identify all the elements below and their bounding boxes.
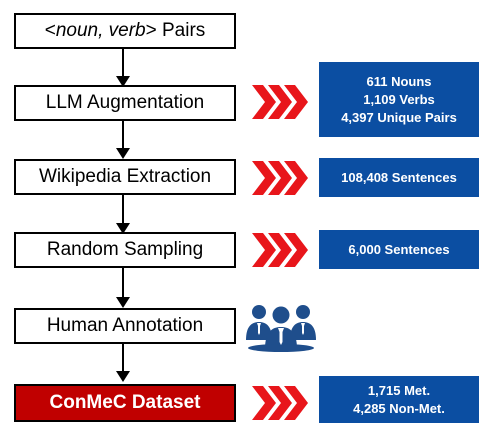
step-conmec-dataset-label: ConMeC Dataset [49, 392, 201, 413]
step-conmec-dataset: ConMeC Dataset [14, 384, 236, 422]
stat-verbs: 1,109 Verbs [363, 91, 435, 107]
stat-nouns: 611 Nouns [366, 73, 432, 89]
stat-sentences-sampled: 6,000 Sentences [348, 241, 450, 257]
step-llm-augmentation: LLM Augmentation [14, 85, 236, 121]
connector-line [122, 344, 124, 372]
arrow-down-icon [116, 148, 130, 159]
triple-chevron-right-icon [252, 386, 308, 420]
connector-line [122, 195, 124, 224]
stat-box-extraction: 108,408 Sentences [319, 158, 479, 197]
step-noun-verb-pairs: <noun, verb> Pairs [14, 13, 236, 49]
step-human-annotation: Human Annotation [14, 308, 236, 344]
triple-chevron-right-icon [252, 161, 308, 195]
arrow-down-icon [116, 76, 130, 87]
pairs-open-bracket: < [44, 20, 56, 41]
step-random-sampling-label: Random Sampling [46, 239, 204, 260]
step-wikipedia-extraction: Wikipedia Extraction [14, 159, 236, 195]
stat-box-dataset: 1,715 Met. 4,285 Non-Met. [319, 376, 479, 423]
triple-chevron-right-icon [252, 233, 308, 267]
step-human-annotation-label: Human Annotation [46, 315, 204, 336]
arrow-down-icon [116, 371, 130, 382]
arrow-down-icon [116, 223, 130, 234]
arrow-down-icon [116, 297, 130, 308]
step-random-sampling: Random Sampling [14, 232, 236, 268]
connector-line [122, 268, 124, 298]
stat-box-augmentation: 611 Nouns 1,109 Verbs 4,397 Unique Pairs [319, 62, 479, 137]
stat-unique-pairs: 4,397 Unique Pairs [341, 109, 457, 125]
stat-sentences-extracted: 108,408 Sentences [341, 169, 457, 185]
triple-chevron-right-icon [252, 85, 308, 119]
stat-metaphorical: 1,715 Met. [367, 382, 431, 398]
step-llm-augmentation-label: LLM Augmentation [45, 92, 205, 113]
people-group-icon [246, 305, 316, 352]
stat-box-sampling: 6,000 Sentences [319, 230, 479, 269]
connector-line [122, 121, 124, 149]
connector-line [122, 49, 124, 77]
pairs-close-bracket: > [145, 20, 157, 41]
step-wikipedia-extraction-label: Wikipedia Extraction [38, 166, 212, 187]
stat-non-metaphorical: 4,285 Non-Met. [353, 400, 445, 416]
pairs-noun-verb: noun, verb [55, 20, 146, 41]
pairs-suffix: Pairs [156, 20, 206, 41]
